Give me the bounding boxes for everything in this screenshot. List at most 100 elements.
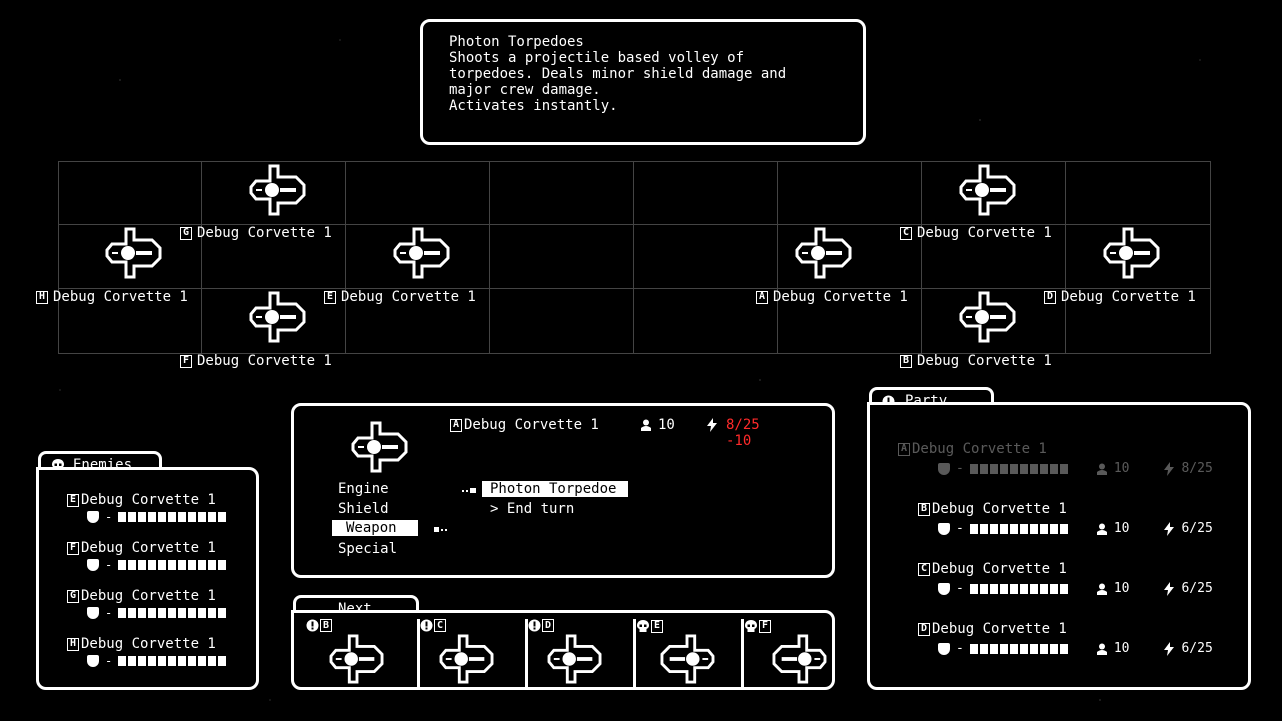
- enemy-ship-e[interactable]: [392, 226, 452, 280]
- crew-icon: [1096, 643, 1107, 655]
- letter-badge: C: [434, 619, 446, 632]
- tooltip-line: Activates instantly.: [449, 98, 618, 114]
- letter-badge: G: [67, 589, 79, 603]
- turn-ship-icon: [546, 633, 604, 685]
- letter-badge: B: [900, 354, 912, 368]
- grid-cell[interactable]: [1066, 161, 1211, 225]
- turn-slot[interactable]: B: [302, 619, 406, 685]
- turn-ship-icon: [770, 633, 828, 685]
- letter-badge: E: [67, 493, 79, 507]
- grid-cell[interactable]: [778, 225, 922, 289]
- grid-cell[interactable]: [922, 161, 1066, 225]
- grid-cell[interactable]: [58, 289, 202, 354]
- grid-cell[interactable]: [922, 289, 1066, 354]
- crew-count: 10: [1113, 581, 1130, 596]
- turn-slot[interactable]: E: [636, 619, 740, 685]
- grid-cell[interactable]: [346, 161, 490, 225]
- grid-cell[interactable]: [346, 289, 490, 354]
- menu-weapon[interactable]: Weapon: [332, 520, 418, 536]
- grid-cell[interactable]: [634, 289, 778, 354]
- hp-separator: -: [105, 510, 113, 524]
- turn-slot[interactable]: F: [744, 619, 848, 685]
- grid-cell[interactable]: [1066, 289, 1211, 354]
- party-ship-b[interactable]: [958, 290, 1018, 344]
- lightning-icon: [1164, 641, 1175, 656]
- crew-stat: 10: [640, 417, 675, 433]
- shield-icon: [87, 607, 99, 619]
- party-ship-c[interactable]: [958, 163, 1018, 217]
- ship-name: Debug Corvette 1: [917, 353, 1052, 369]
- party-ship-d[interactable]: [1102, 226, 1162, 280]
- grid-cell[interactable]: [1066, 225, 1211, 289]
- turn-slot[interactable]: C: [420, 619, 524, 685]
- hull-bar: [969, 523, 1070, 534]
- letter-badge: A: [898, 442, 910, 456]
- shield-icon: [938, 522, 950, 535]
- active-ship-label: A Debug Corvette 1: [450, 417, 599, 433]
- grid-cell[interactable]: [490, 225, 634, 289]
- lightning-icon: [707, 418, 717, 432]
- grid-cell[interactable]: [634, 161, 778, 225]
- ship-name: Debug Corvette 1: [1061, 289, 1196, 305]
- grid-cell[interactable]: [202, 225, 346, 289]
- party-ship-name: Debug Corvette 1: [932, 501, 1067, 517]
- info-icon: [528, 619, 541, 632]
- lightning-icon: [1164, 521, 1175, 536]
- grid-cell[interactable]: [490, 161, 634, 225]
- skull-icon: [745, 620, 757, 632]
- party-ship-name: Debug Corvette 1: [912, 441, 1047, 457]
- shield-icon: [87, 655, 99, 667]
- grid-cell[interactable]: [634, 225, 778, 289]
- grid-cell[interactable]: [58, 225, 202, 289]
- enemy-ship-f[interactable]: [248, 290, 308, 344]
- grid-cell[interactable]: [922, 225, 1066, 289]
- letter-badge: D: [1044, 290, 1056, 304]
- grid-cell[interactable]: [58, 161, 202, 225]
- grid-cell[interactable]: [346, 225, 490, 289]
- menu-special[interactable]: Special: [338, 541, 398, 557]
- enemy-ship-g[interactable]: [248, 163, 308, 217]
- slot-divider: [741, 619, 744, 687]
- party-ship-name: Debug Corvette 1: [932, 621, 1067, 637]
- ship-name: Debug Corvette 1: [53, 289, 188, 305]
- menu-shield[interactable]: Shield: [338, 501, 389, 517]
- enemy-ship-h[interactable]: [104, 226, 164, 280]
- end-turn-button[interactable]: > End turn: [490, 501, 575, 517]
- letter-badge: C: [900, 226, 912, 240]
- menu-engine[interactable]: Engine: [338, 481, 389, 497]
- crew-count: 10: [1113, 521, 1130, 536]
- grid-cell[interactable]: [778, 161, 922, 225]
- grid-cell[interactable]: [202, 161, 346, 225]
- turn-ship-icon: [328, 633, 386, 685]
- energy-value: 8/25: [1181, 461, 1213, 476]
- crew-count: 10: [1113, 461, 1130, 476]
- grid-label-b: B Debug Corvette 1: [900, 353, 1052, 369]
- party-ship-a[interactable]: [794, 226, 854, 280]
- hp-separator: -: [105, 606, 113, 620]
- letter-badge: D: [918, 622, 930, 636]
- crew-count: 10: [658, 417, 675, 433]
- crew-icon: [1096, 583, 1107, 595]
- letter-badge: D: [542, 619, 554, 632]
- letter-badge: A: [756, 290, 768, 304]
- tooltip-line: torpedoes. Deals minor shield damage and: [449, 66, 787, 82]
- weapon-photon-torpedoes[interactable]: Photon Torpedoe: [482, 481, 628, 497]
- grid-cell[interactable]: [778, 289, 922, 354]
- grid-cell[interactable]: [202, 289, 346, 354]
- grid-cell[interactable]: [490, 289, 634, 354]
- turn-slot[interactable]: D: [528, 619, 632, 685]
- ship-name: Debug Corvette 1: [917, 225, 1052, 241]
- ability-tooltip: Photon Torpedoes Shoots a projectile bas…: [420, 19, 866, 145]
